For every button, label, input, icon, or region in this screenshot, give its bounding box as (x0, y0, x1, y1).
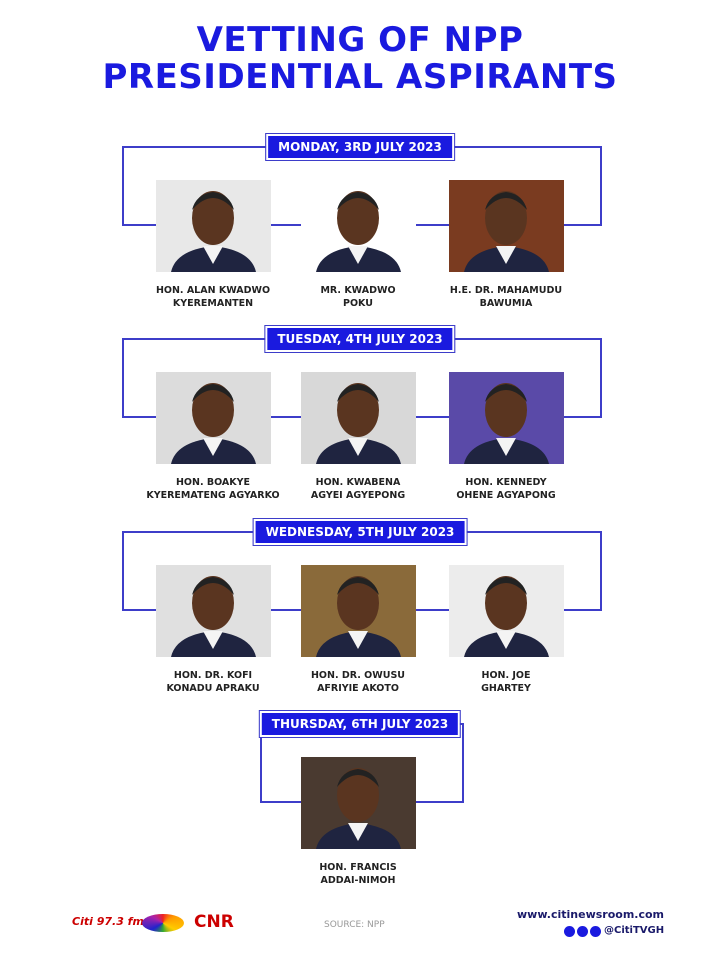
person-icon (316, 768, 401, 849)
aspirant-name: H.E. DR. MAHAMUDU BAWUMIA (449, 285, 563, 309)
person-icon (171, 383, 256, 464)
aspirant-name: HON. DR. KOFI KONADU APRAKU (166, 670, 260, 694)
aspirant-name: HON. ALAN KWADWO KYEREMANTEN (155, 285, 271, 309)
website-link[interactable]: www.citinewsroom.com (517, 908, 665, 921)
bracket-foot (122, 224, 156, 226)
aspirant-photo (301, 180, 416, 272)
cnr-logo: CNR (194, 912, 234, 932)
bracket-foot (564, 224, 600, 226)
aspirant-photo (156, 372, 271, 464)
bracket-foot (564, 609, 600, 611)
bracket-foot (416, 801, 462, 803)
aspirant-photo (301, 372, 416, 464)
person-icon (464, 576, 549, 657)
day-header: TUESDAY, 4TH JULY 2023 (264, 325, 456, 353)
bracket-foot (270, 609, 301, 611)
twitter-icon[interactable] (577, 926, 588, 937)
bracket-foot (564, 416, 600, 418)
bracket-foot (416, 416, 449, 418)
aspirant-name: MR. KWADWO POKU (320, 285, 396, 309)
person-icon (171, 576, 256, 657)
day-header: WEDNESDAY, 5TH JULY 2023 (252, 518, 468, 546)
bracket-foot (270, 224, 301, 226)
aspirant-name: HON. JOE GHARTEY (481, 670, 531, 694)
aspirant-photo (156, 565, 271, 657)
aspirant-name: HON. BOAKYE KYEREMATENG AGYARKO (146, 477, 280, 501)
aspirant-photo (301, 565, 416, 657)
aspirant-photo (449, 180, 564, 272)
bracket-foot (122, 416, 156, 418)
bracket-foot (270, 416, 301, 418)
person-icon (316, 576, 401, 657)
bracket-foot (122, 609, 156, 611)
aspirant-name: HON. KENNEDY OHENE AGYAPONG (456, 477, 556, 501)
bracket-foot (416, 609, 449, 611)
aspirant-photo (301, 757, 416, 849)
bracket-foot (416, 224, 449, 226)
person-icon (316, 191, 401, 272)
citi-tv-logo (142, 914, 184, 932)
citi-fm-logo: Citi 97.3 fm (72, 915, 144, 928)
bracket-foot (260, 801, 301, 803)
aspirant-name: HON. DR. OWUSU AFRIYIE AKOTO (310, 670, 405, 694)
instagram-icon[interactable] (590, 926, 601, 937)
aspirant-photo (156, 180, 271, 272)
person-icon (464, 191, 549, 272)
aspirant-name: HON. FRANCIS ADDAI-NIMOH (319, 862, 397, 886)
person-icon (316, 383, 401, 464)
social-handle: @CitiTVGH (604, 925, 665, 936)
day-header: THURSDAY, 6TH JULY 2023 (258, 710, 462, 738)
person-icon (171, 191, 256, 272)
aspirant-photo (449, 565, 564, 657)
aspirant-name: HON. KWABENA AGYEI AGYEPONG (310, 477, 406, 501)
aspirant-photo (449, 372, 564, 464)
page-title: VETTING OF NPP PRESIDENTIAL ASPIRANTS (102, 20, 618, 97)
facebook-icon[interactable] (564, 926, 575, 937)
person-icon (464, 383, 549, 464)
social-icons (564, 926, 601, 937)
source-text: SOURCE: NPP (324, 920, 385, 930)
day-header: MONDAY, 3RD JULY 2023 (265, 133, 455, 161)
